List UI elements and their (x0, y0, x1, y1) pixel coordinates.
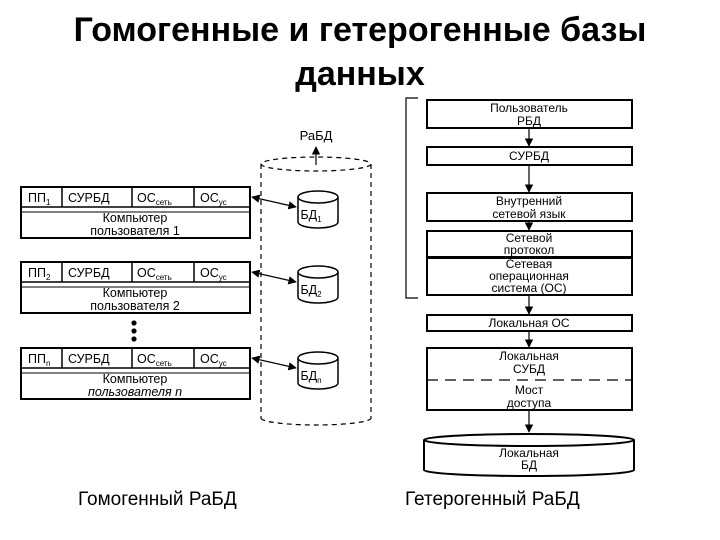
network-bracket (405, 97, 418, 299)
user-rbd-line2: РБД (517, 114, 541, 128)
link-arrow-1 (251, 194, 297, 210)
homogeneous-diagram: РаБД ПП1 СУРБД ОСсеть ОСус Компьютер пол… (20, 128, 372, 426)
surbd-cell: СУРБД (68, 266, 110, 280)
computer-label: Компьютер (103, 372, 168, 386)
local-os-label: Локальная ОС (488, 316, 569, 330)
surbd-cell: СУРБД (68, 352, 110, 366)
os-net-cell: ОСсеть (137, 191, 172, 207)
title-line-2: данных (295, 55, 425, 93)
pp-cell: ПП1 (28, 191, 51, 207)
user-computer-1: ПП1 СУРБД ОСсеть ОСус Компьютер пользова… (20, 186, 251, 239)
os-local-cell: ОСус (200, 352, 227, 368)
access-bridge-line2: доступа (507, 396, 552, 410)
local-db-label: БД2 (300, 283, 322, 299)
pp-cell: ППn (28, 352, 50, 368)
computer-label: Компьютер (103, 211, 168, 225)
internal-language-box (426, 192, 633, 222)
pp-cell: ПП2 (28, 266, 51, 282)
computer-label: Компьютер (103, 286, 168, 300)
user-computer-2: ПП2 СУРБД ОСсеть ОСус Компьютер пользова… (20, 261, 251, 314)
surbd-cell: СУРБД (68, 191, 110, 205)
local-db-1: БД1 (297, 190, 339, 229)
computer-owner: пользователя 2 (90, 299, 180, 313)
os-net-cell: ОСсеть (137, 266, 172, 282)
local-dbms-line1: Локальная (499, 349, 559, 363)
local-db-n: БДn (297, 351, 339, 390)
distributed-db-cylinder (260, 156, 372, 426)
os-local-cell: ОСус (200, 191, 227, 207)
network-protocol-line2: протокол (504, 243, 554, 257)
heterogeneous-caption: Гетерогенный РаБД (405, 489, 580, 510)
surbd-box (426, 146, 633, 166)
local-db-line1: Локальная (499, 446, 559, 460)
os-local-cell: ОСус (200, 266, 227, 282)
user-rbd-line1: Пользователь (490, 101, 568, 115)
network-os-line2: операционная (489, 269, 569, 283)
user-computer-n: ППn СУРБД ОСсеть ОСус Компьютер пользова… (20, 347, 251, 400)
internal-language-line2: сетевой язык (492, 207, 566, 221)
access-bridge-line1: Мост (515, 383, 544, 397)
title-line-1: Гомогенные и гетерогенные базы (73, 11, 647, 49)
link-arrow-2 (251, 269, 297, 285)
local-db-label: БД1 (300, 208, 322, 224)
rabd-label: РаБД (300, 128, 333, 143)
local-db-cylinder: Локальная БД (423, 433, 635, 477)
local-os-box (426, 314, 633, 332)
user-rbd-box (426, 99, 633, 129)
local-dbms-line2: СУБД (513, 362, 545, 376)
network-protocol-line1: Сетевой (506, 231, 553, 245)
computer-owner: пользователя n (88, 385, 182, 399)
os-net-cell: ОСсеть (137, 352, 172, 368)
heterogeneous-diagram: Пользователь РБД СУРБД Внутренний сетево… (405, 97, 635, 477)
network-os-line3: система (ОС) (492, 281, 567, 295)
network-os-line1: Сетевая (506, 257, 552, 271)
link-arrow-n (251, 355, 297, 371)
internal-language-line1: Внутренний (496, 194, 562, 208)
network-protocol-box (426, 230, 633, 258)
local-db-label: БДn (300, 369, 321, 385)
homogeneous-caption: Гомогенный РаБД (78, 489, 237, 510)
computer-owner: пользователя 1 (90, 224, 180, 238)
network-os-box (426, 257, 633, 296)
local-dbms-box (426, 347, 633, 411)
ellipsis-dots (131, 320, 137, 342)
local-db-2: БД2 (297, 265, 339, 304)
local-db-line2: БД (521, 458, 537, 472)
page-title: Гомогенные и гетерогенные базы данных (0, 8, 720, 96)
surbd-label: СУРБД (509, 149, 549, 163)
